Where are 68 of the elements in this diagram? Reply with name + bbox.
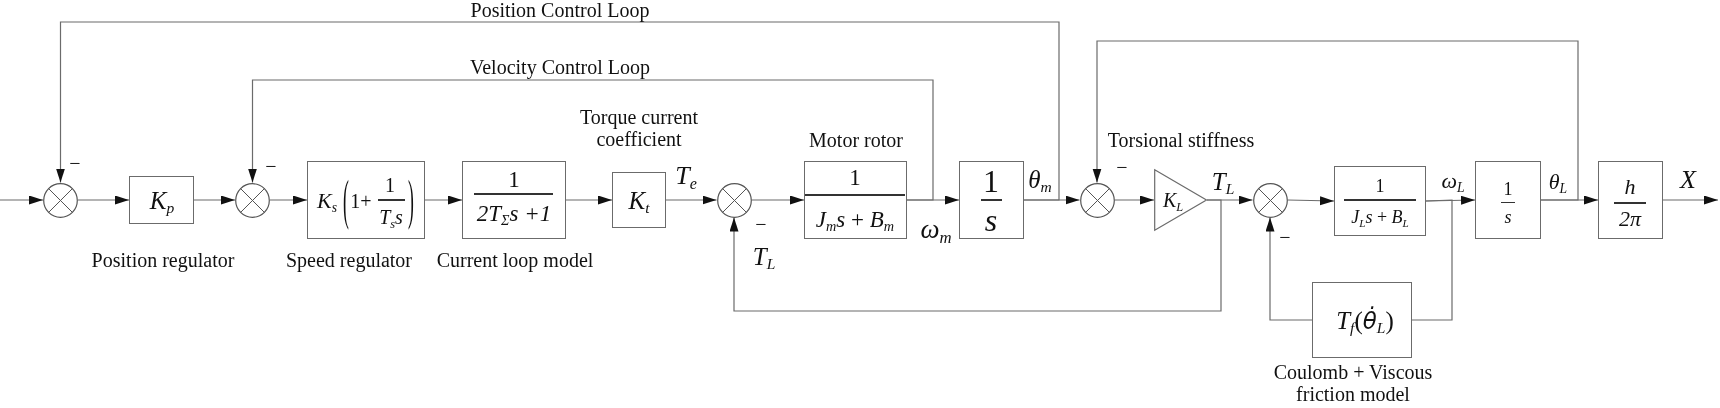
transfer-function-block (804, 161, 907, 239)
minus-sign: − (1279, 226, 1291, 248)
summing-junction (235, 182, 270, 218)
block-caption: Coulomb + Viscous friction model (1272, 361, 1434, 405)
signal-arrow (269, 195, 308, 205)
summing-junction (716, 182, 752, 218)
minus-sign: − (755, 213, 767, 235)
loop-label: Position Control Loop (470, 0, 650, 20)
block-caption: Position regulator (91, 249, 235, 271)
numerator: 1 (1375, 177, 1385, 195)
denominator: 2T$_{Σ}$s +1 (476, 201, 552, 225)
signal-arrow (1092, 40, 1579, 201)
signal-arrow (424, 195, 463, 205)
signal-arrow (665, 195, 718, 205)
numerator: 1 (849, 165, 861, 189)
signal-arrow (729, 199, 1222, 312)
denominator: J$_{L}$s + B$_{L}$ (1351, 208, 1409, 226)
signal-arrow (1662, 195, 1719, 205)
gain-expression: K$_{t}$ (628, 187, 650, 213)
gain-expression: K$_{L}$ (1162, 190, 1184, 210)
transfer-function-block (959, 161, 1024, 239)
numerator: 1 (508, 167, 520, 191)
block-caption: Current loop model (436, 249, 594, 271)
gain-expression: K$_{s}$ (317, 190, 337, 212)
transfer-function-block (307, 161, 425, 239)
loop-label: Velocity Control Loop (470, 57, 650, 77)
parenthesis: ) (408, 172, 414, 228)
signal-label: θ$_{L}$ (1548, 171, 1568, 193)
transfer-function-block (1312, 282, 1412, 358)
signal-arrow (77, 195, 130, 205)
math-term: 1+ (350, 191, 372, 211)
gain-block (612, 172, 666, 228)
summing-junction (1252, 182, 1288, 218)
transfer-function-block (462, 161, 566, 239)
block-caption: Motor rotor (809, 129, 903, 151)
signal-arrow (1265, 216, 1313, 321)
transfer-function-block (1598, 161, 1663, 239)
signal-arrow (248, 79, 934, 201)
gain-triangle (1154, 169, 1207, 231)
denominator: J$_{m}$s + B$_{m}$ (815, 207, 895, 231)
denominator: s (1504, 208, 1512, 226)
block-caption: Speed regulator (285, 249, 413, 271)
signal-arrow (1286, 196, 1335, 206)
parenthesis: ( (343, 172, 349, 228)
summing-junction (1079, 182, 1115, 218)
denominator: s (984, 204, 998, 236)
numerator: h (1624, 176, 1636, 198)
block-caption: Torsional stiffness (1107, 129, 1255, 151)
transfer-function-block (1475, 161, 1541, 239)
signal-arrow (565, 195, 613, 205)
numerator: 1 (983, 165, 999, 197)
minus-sign: − (1116, 156, 1128, 178)
signal-arrow (750, 195, 805, 205)
minus-sign: − (69, 152, 81, 174)
transfer-function-block (1334, 166, 1426, 236)
numerator: 1 (385, 175, 395, 195)
minus-sign: − (265, 155, 277, 177)
numerator: 1 (1503, 180, 1513, 198)
block-caption: Torque current coefficient (579, 106, 699, 150)
signal-arrow (193, 195, 236, 205)
signal-arrow (56, 21, 1060, 201)
gain-block (129, 176, 194, 224)
signal-arrow (1113, 195, 1155, 205)
signal-arrow (0, 195, 44, 205)
denominator: T$_{s}$s (379, 207, 403, 227)
signal-line (1411, 199, 1453, 321)
summing-junction (43, 182, 78, 218)
denominator: 2π (1619, 208, 1641, 230)
